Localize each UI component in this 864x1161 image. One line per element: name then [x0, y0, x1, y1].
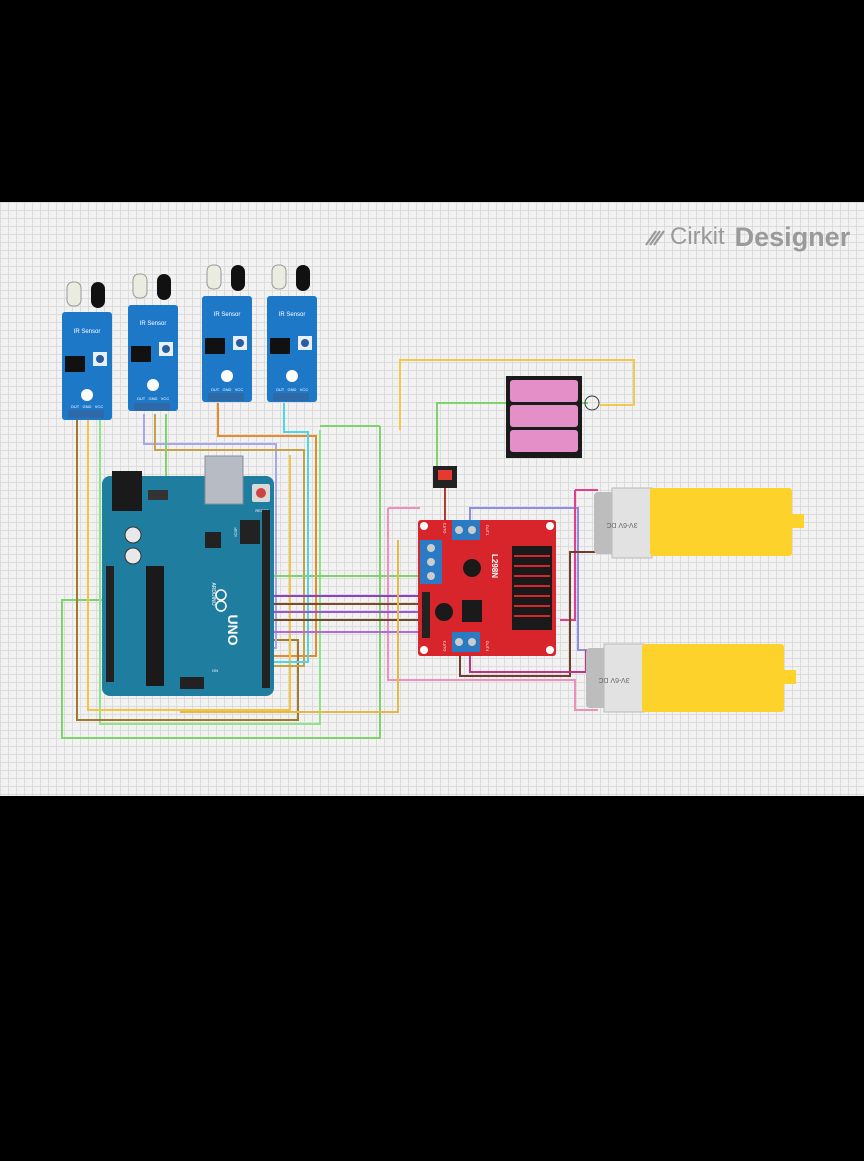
- wire-gold-s1: [76, 420, 299, 721]
- motor-2-label: 3V-6V DC: [598, 676, 629, 683]
- driver-out4-label: OUT4: [485, 641, 490, 652]
- ir-sensor-2-pin-gnd: GND: [149, 396, 158, 401]
- ir-sensor-2[interactable]: IR Sensor OUT GND VCC: [128, 273, 178, 411]
- arduino-brand-label: ARDUINO: [210, 582, 216, 605]
- arduino-uno[interactable]: RESET ICSP UNO ARDUINO ON: [102, 455, 274, 696]
- wire-yellow-battery: [399, 359, 635, 430]
- ir-sensor-1-pin-gnd: GND: [83, 404, 92, 409]
- ir-sensor-4-label: IR Sensor: [279, 312, 306, 318]
- dc-motor-1[interactable]: 3V-6V DC: [594, 487, 804, 559]
- capacitor-1: [124, 526, 142, 544]
- terminal-bottom: [452, 632, 480, 652]
- wire-gold-vcc: [180, 540, 399, 713]
- l298n-heatsink: [512, 546, 552, 630]
- wire-cyan-s4: [268, 403, 309, 663]
- ir-sensor-3-pin-vcc: VCC: [235, 387, 244, 392]
- ir-sensor-3-label: IR Sensor: [214, 312, 241, 318]
- terminal-top: [452, 520, 480, 540]
- wire-purple-motor: [469, 507, 596, 651]
- logo-brand: Cirkit: [670, 223, 725, 250]
- driver-capacitor-1: [463, 559, 481, 577]
- ir-sensor-3[interactable]: IR Sensor OUT GND VCC: [202, 264, 252, 402]
- arduino-infinity-icon: [215, 589, 227, 612]
- wire-orange-s3: [217, 403, 317, 657]
- ir-sensor-2-pin-vcc: VCC: [161, 396, 170, 401]
- wire-brown-motor: [459, 551, 598, 677]
- wire-gold-s2: [154, 414, 305, 667]
- ir-sensor-1-pin-vcc: VCC: [95, 404, 104, 409]
- ir-sensor-1[interactable]: IR Sensor OUT GND VCC: [62, 281, 112, 420]
- ir-sensor-4-pin-vcc: VCC: [300, 387, 309, 392]
- circuit-logo-icon: [645, 230, 665, 246]
- wire-pink-vcc: [387, 507, 598, 711]
- ir-sensor-4-pin-gnd: GND: [288, 387, 297, 392]
- driver-out2-label: OUT2: [442, 522, 447, 533]
- cirkit-logo: Cirkit Designer: [642, 222, 850, 252]
- ir-sensor-2-label: IR Sensor: [140, 321, 167, 327]
- l298n-driver[interactable]: L298N OUT1 OUT2 OUT3 OUT4: [418, 520, 556, 656]
- battery-connector: [584, 395, 600, 411]
- dc-motor-2[interactable]: 3V-6V DC: [586, 643, 796, 713]
- logo-product: Designer: [734, 221, 851, 252]
- battery-pack[interactable]: [506, 376, 600, 458]
- capacitor-2: [124, 547, 142, 565]
- wires: [61, 359, 635, 739]
- ir-sensor-4-pin-out: OUT: [276, 387, 285, 392]
- wire-yellow-s1: [87, 420, 291, 711]
- wire-magenta-motor: [560, 489, 598, 621]
- driver-out3-label: OUT3: [442, 640, 447, 651]
- ir-sensor-1-pin-out: OUT: [71, 404, 80, 409]
- ir-sensor-3-pin-gnd: GND: [223, 387, 232, 392]
- ir-sensor-1-label: IR Sensor: [74, 329, 101, 335]
- ir-sensor-3-pin-out: OUT: [211, 387, 220, 392]
- driver-out1-label: OUT1: [485, 525, 490, 536]
- power-switch[interactable]: [433, 466, 457, 488]
- arduino-icsp-label: ICSP: [233, 527, 238, 537]
- l298n-chip-label: L298N: [490, 554, 499, 578]
- driver-capacitor-2: [435, 603, 453, 621]
- arduino-on-label: ON: [212, 668, 218, 673]
- motor-1-label: 3V-6V DC: [606, 521, 637, 528]
- arduino-uno-label: UNO: [225, 614, 241, 645]
- ir-sensor-4[interactable]: IR Sensor OUT GND VCC: [267, 264, 317, 402]
- ir-sensor-2-pin-out: OUT: [137, 396, 146, 401]
